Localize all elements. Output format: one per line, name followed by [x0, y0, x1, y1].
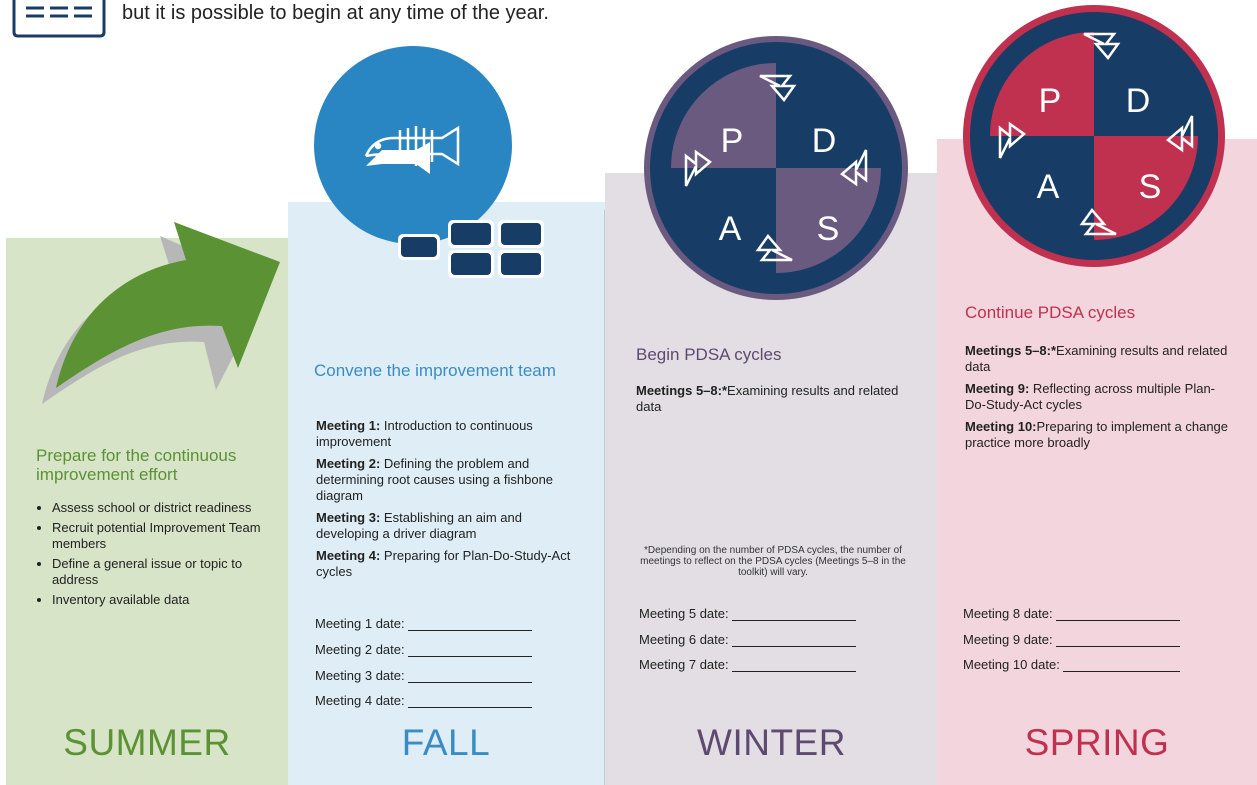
meeting-date-field[interactable]: Meeting 4 date:: [315, 693, 532, 708]
date-label: Meeting 2 date:: [315, 642, 405, 657]
date-label: Meeting 1 date:: [315, 616, 405, 631]
meeting-text: Examining results and related data: [965, 343, 1228, 374]
fall-heading: Convene the improvement team: [314, 361, 556, 380]
summer-task: Assess school or district readiness: [52, 500, 284, 516]
cycle-arrows-icon: [998, 32, 1194, 236]
pdsa-circle-spring: P D A S: [963, 5, 1225, 267]
date-label: Meeting 4 date:: [315, 693, 405, 708]
date-label: Meeting 10 date:: [963, 657, 1060, 672]
summer-task: Inventory available data: [52, 592, 284, 608]
pdsa-letter-d: D: [812, 122, 837, 160]
meeting-label: Meetings 5–8:*: [965, 343, 1057, 358]
pdsa-letter-p: P: [721, 122, 744, 160]
meeting-label: Meeting 10:: [965, 419, 1037, 434]
pdsa-letter-s: S: [817, 210, 840, 248]
meeting-label: Meeting 2:: [316, 456, 381, 471]
driver-diagram-blocks-icon: [398, 220, 544, 278]
meeting-date-field[interactable]: Meeting 8 date:: [963, 606, 1180, 621]
meeting-date-field[interactable]: Meeting 10 date:: [963, 657, 1180, 672]
footnote: *Depending on the number of PDSA cycles,…: [640, 545, 906, 578]
meeting-text: Preparing for Plan-Do-Study-Act cycles: [316, 548, 571, 579]
date-line[interactable]: [1062, 657, 1180, 672]
meeting-text: Reflecting across multiple Plan-Do-Study…: [965, 381, 1215, 412]
pdsa-circle-winter: P D A S: [644, 36, 908, 300]
meeting-text: Defining the problem and determining roo…: [316, 456, 554, 503]
meeting-date-field[interactable]: Meeting 1 date:: [315, 616, 532, 631]
spring-heading: Continue PDSA cycles: [965, 303, 1136, 322]
pdsa-letter-a: A: [1037, 168, 1060, 206]
date-line[interactable]: [407, 668, 532, 683]
meeting-date-field[interactable]: Meeting 7 date:: [639, 657, 856, 672]
meeting-label: Meetings 5–8:*: [636, 383, 728, 398]
season-winter: WINTER: [697, 722, 846, 763]
meeting-text: Preparing to implement a change practice…: [965, 419, 1229, 450]
date-label: Meeting 8 date:: [963, 606, 1053, 621]
date-line[interactable]: [407, 642, 532, 657]
summer-arrow-icon: [42, 222, 280, 404]
meeting-date-field[interactable]: Meeting 2 date:: [315, 642, 532, 657]
date-line[interactable]: [407, 693, 532, 708]
summer-task: Recruit potential Improvement Team membe…: [52, 520, 284, 552]
pdsa-letter-s: S: [1139, 168, 1162, 206]
season-summer: SUMMER: [63, 722, 231, 763]
date-label: Meeting 3 date:: [315, 668, 405, 683]
date-label: Meeting 9 date:: [963, 632, 1053, 647]
meeting-date-field[interactable]: Meeting 9 date:: [963, 632, 1180, 647]
date-label: Meeting 6 date:: [639, 632, 729, 647]
meeting-label: Meeting 9:: [965, 381, 1030, 396]
summer-task-list: Assess school or district readiness Recr…: [36, 500, 284, 612]
summer-task: Define a general issue or topic to addre…: [52, 556, 284, 588]
cycle-arrows-icon: [684, 74, 868, 262]
meeting-label: Meeting 1:: [316, 418, 381, 433]
season-spring: SPRING: [1024, 722, 1170, 763]
meeting-date-field[interactable]: Meeting 3 date:: [315, 668, 532, 683]
fishbone-icon: [366, 142, 430, 174]
fall-column: [288, 202, 614, 785]
date-line[interactable]: [731, 657, 856, 672]
pdsa-letter-a: A: [719, 210, 742, 248]
meeting-label: Meeting 3:: [316, 510, 381, 525]
meeting-text: Examining results and related data: [636, 383, 899, 414]
intro-text: but it is possible to begin at any time …: [122, 2, 549, 24]
spring-meetings: Meetings 5–8:*Examining results and rela…: [965, 343, 1235, 457]
meeting-text: Introduction to continuous improvement: [316, 418, 533, 449]
pdsa-letter-p: P: [1039, 82, 1062, 120]
meeting-date-field[interactable]: Meeting 6 date:: [639, 632, 856, 647]
pdsa-letter-d: D: [1126, 82, 1151, 120]
winter-meetings: Meetings 5–8:*Examining results and rela…: [636, 383, 906, 421]
date-line[interactable]: [1055, 606, 1180, 621]
summer-heading: Prepare for the continuous improvement e…: [36, 446, 237, 484]
date-label: Meeting 7 date:: [639, 657, 729, 672]
fishbone-diagram-icon: [364, 125, 460, 167]
date-line[interactable]: [731, 606, 856, 621]
season-fall: FALL: [401, 722, 491, 763]
calendar-icon: [12, 0, 106, 38]
meeting-label: Meeting 4:: [316, 548, 381, 563]
meeting-text: Establishing an aim and developing a dri…: [316, 510, 522, 541]
meeting-date-field[interactable]: Meeting 5 date:: [639, 606, 856, 621]
date-line[interactable]: [407, 616, 532, 631]
fall-meetings: Meeting 1: Introduction to continuous im…: [316, 418, 574, 586]
date-line[interactable]: [1055, 632, 1180, 647]
date-label: Meeting 5 date:: [639, 606, 729, 621]
fall-circle-icon: [314, 46, 512, 244]
winter-heading: Begin PDSA cycles: [636, 345, 782, 364]
date-line[interactable]: [731, 632, 856, 647]
